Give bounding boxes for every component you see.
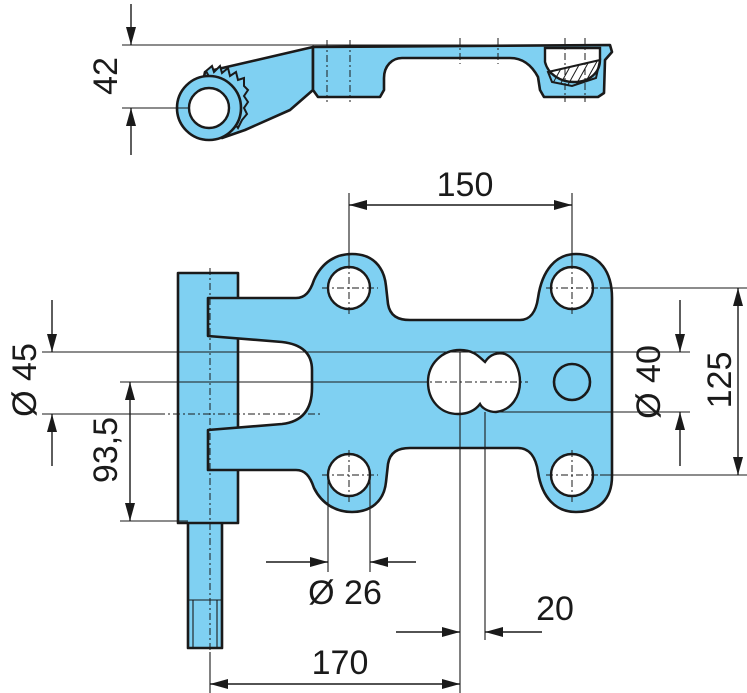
top-view-pin-bore [187,86,231,130]
dim-d26-label: Ø 26 [308,574,382,612]
dim-170-label: 170 [312,644,369,682]
dim-93-5-label: 93,5 [87,417,125,483]
pin-stub [186,518,224,650]
dim-125-label: 125 [701,352,739,409]
dim-42-label: 42 [87,57,125,95]
top-view-plate [311,43,614,99]
mounting-plate [206,252,614,514]
dim-d40-label: Ø 40 [630,345,668,419]
dim-d45-label: Ø 45 [6,343,44,417]
dim-150-label: 150 [437,166,494,204]
dim-20-label: 20 [536,590,574,628]
boss-right [552,362,592,402]
top-view: 42 [87,4,614,155]
center-slot [426,348,522,416]
front-view: 150 125 Ø 40 Ø 45 93,5 [6,166,747,693]
top-view-pocket-floor [546,58,602,88]
